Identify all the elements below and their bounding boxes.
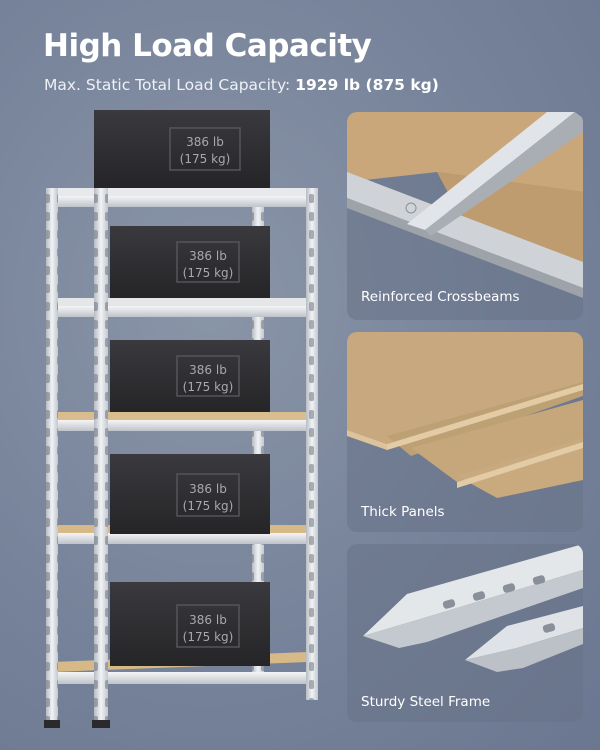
box-5-kg: (175 kg) — [183, 630, 234, 644]
weight-box-5: 386 lb (175 kg) — [110, 582, 270, 666]
box-3-lb: 386 lb — [189, 363, 227, 377]
box-4-lb: 386 lb — [189, 482, 227, 496]
feature-label-thick-panels: Thick Panels — [361, 504, 445, 520]
weight-box-3: 386 lb (175 kg) — [110, 340, 270, 412]
shelf-2 — [52, 298, 308, 317]
shelf-3 — [52, 412, 308, 431]
load-capacity-subtitle: Max. Static Total Load Capacity: 1929 lb… — [44, 76, 439, 94]
feature-label-steel-frame: Sturdy Steel Frame — [361, 694, 491, 710]
feature-label-crossbeams: Reinforced Crossbeams — [361, 289, 520, 305]
feature-panel-thick-panels: Thick Panels — [347, 332, 583, 532]
feature-panel-crossbeams: Reinforced Crossbeams — [347, 112, 583, 320]
feature-panel-steel-frame: Sturdy Steel Frame — [347, 544, 583, 722]
box-2-kg: (175 kg) — [183, 266, 234, 280]
steel-angle-posts-icon — [363, 544, 583, 672]
weight-box-2: 386 lb (175 kg) — [110, 226, 270, 298]
box-4-kg: (175 kg) — [183, 499, 234, 513]
subtitle-value: 1929 lb (875 kg) — [295, 76, 439, 94]
shelving-rack-illustration: 386 lb (175 kg) 386 lb (175 kg) 386 lb (… — [44, 110, 318, 728]
shelf-1 — [52, 188, 308, 207]
weight-box-1: 386 lb (175 kg) — [94, 110, 270, 188]
page-title: High Load Capacity — [43, 28, 372, 64]
box-5-lb: 386 lb — [189, 613, 227, 627]
box-2-lb: 386 lb — [189, 249, 227, 263]
box-1-lb: 386 lb — [186, 135, 224, 149]
box-3-kg: (175 kg) — [183, 380, 234, 394]
box-1-kg: (175 kg) — [180, 152, 231, 166]
weight-box-4: 386 lb (175 kg) — [110, 454, 270, 534]
particle-board-panels-icon — [347, 332, 583, 498]
crossbeam-closeup-icon — [347, 112, 583, 298]
subtitle-prefix: Max. Static Total Load Capacity: — [44, 76, 291, 94]
